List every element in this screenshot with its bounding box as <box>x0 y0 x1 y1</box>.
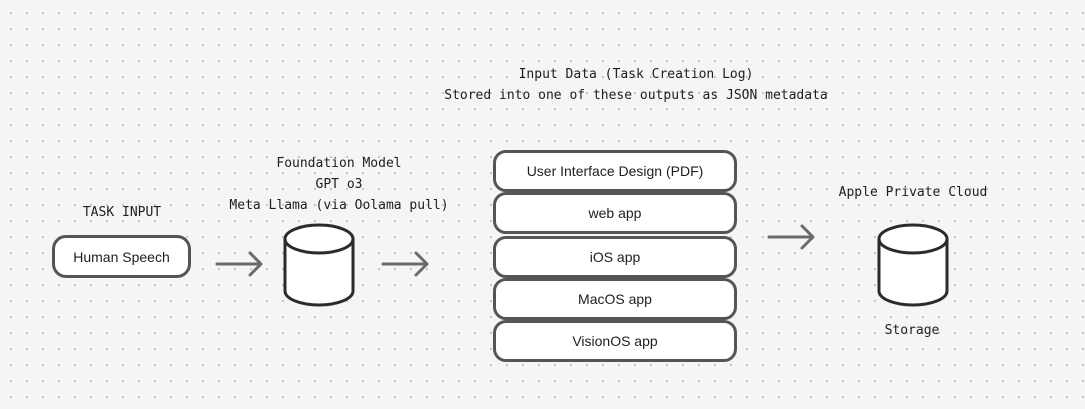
foundation-model-llama: Meta Llama (via Oolama pull) <box>229 198 449 213</box>
storage-database-icon <box>877 223 949 307</box>
header-line-1: Input Data (Task Creation Log) <box>518 67 754 82</box>
arrow-right-icon <box>215 251 263 277</box>
output-visionos-app[interactable]: VisionOS app <box>493 320 737 362</box>
header-note: Input Data (Task Creation Log) Stored in… <box>420 64 852 106</box>
output-ui-design-pdf[interactable]: User Interface Design (PDF) <box>493 150 737 192</box>
arrow-right-icon <box>767 224 815 250</box>
output-web-app[interactable]: web app <box>493 192 737 234</box>
foundation-model-gpt: GPT o3 <box>315 177 363 192</box>
foundation-model-title: Foundation Model <box>276 156 402 171</box>
output-ios-app[interactable]: iOS app <box>493 236 737 278</box>
apple-private-cloud-label: Apple Private Cloud <box>838 185 988 200</box>
output-macos-app[interactable]: MacOS app <box>493 278 737 320</box>
arrow-right-icon <box>381 251 429 277</box>
foundation-model-label: Foundation Model GPT o3 Meta Llama (via … <box>208 153 470 216</box>
foundation-model-database-icon <box>283 223 355 307</box>
header-line-2: Stored into one of these outputs as JSON… <box>444 88 828 103</box>
task-input-label: TASK INPUT <box>82 205 162 220</box>
storage-label: Storage <box>884 323 940 338</box>
human-speech-box[interactable]: Human Speech <box>52 235 191 278</box>
